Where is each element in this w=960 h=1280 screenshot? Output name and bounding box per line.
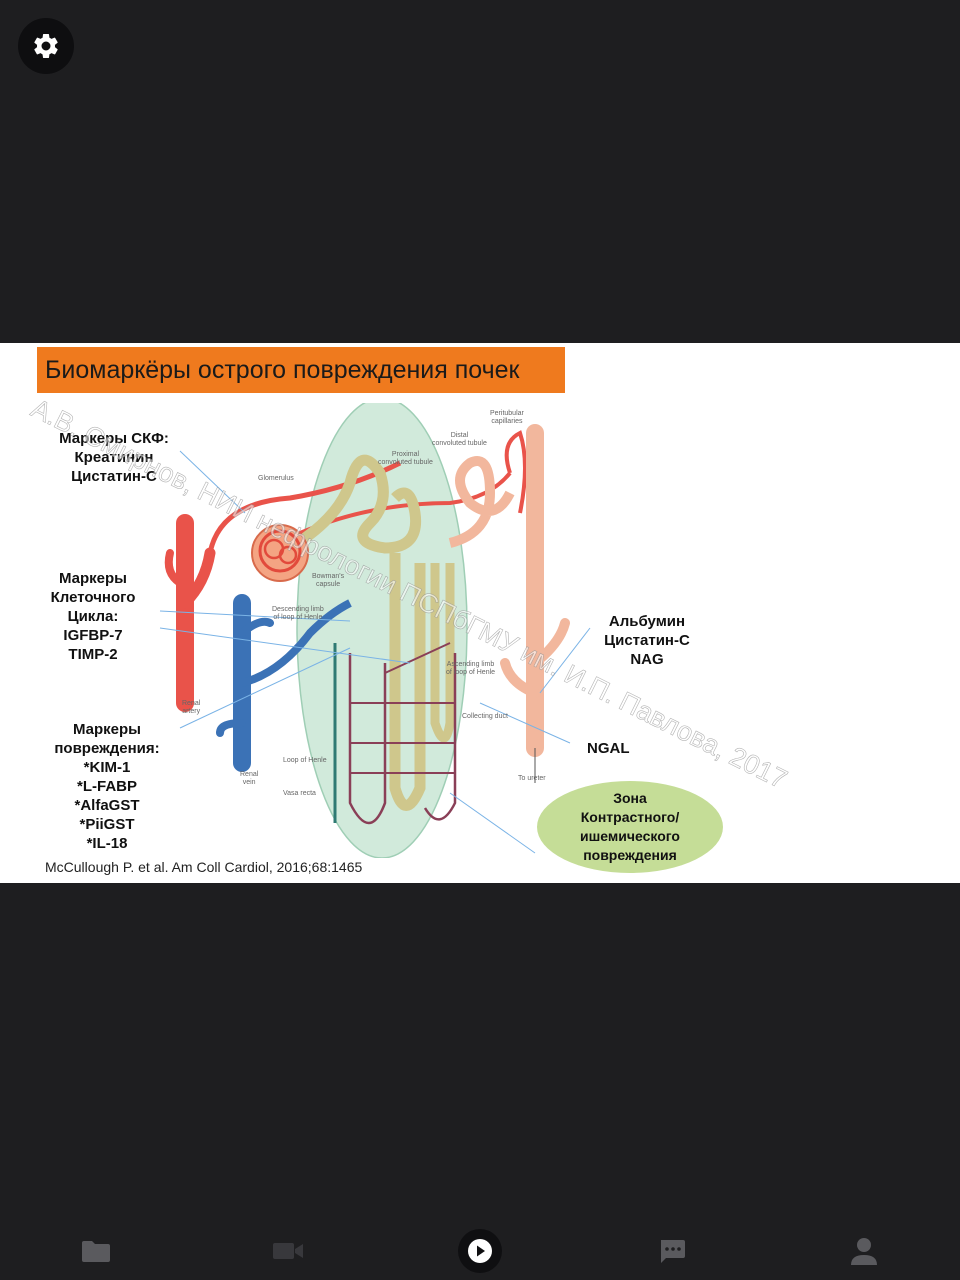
label-glomerulus: Glomerulus (258, 475, 294, 482)
bottom-nav (0, 1222, 960, 1280)
play-button[interactable] (458, 1229, 502, 1273)
nav-play[interactable] (450, 1222, 510, 1280)
ngal-label: NGAL (587, 740, 630, 757)
nav-profile[interactable] (834, 1222, 894, 1280)
nav-chat[interactable] (642, 1222, 702, 1280)
nav-files[interactable] (66, 1222, 126, 1280)
label-collecting: Collecting duct (462, 713, 508, 720)
person-icon (851, 1238, 877, 1265)
play-icon (468, 1239, 492, 1263)
cell-cycle-markers: Маркеры Клеточного Цикла: IGFBP-7 TIMP-2 (50, 570, 136, 663)
gear-icon (34, 33, 58, 58)
nav-video[interactable] (258, 1222, 318, 1280)
injury-markers: Маркеры повреждения: *KIM-1 *L-FABP *Alf… (54, 721, 160, 852)
label-loop: Loop of Henle (283, 757, 327, 764)
slide-title: Биомаркёры острого повреждения почек (37, 347, 565, 393)
ischemic-zone-badge: Зона Контрастного/ ишемического поврежде… (537, 781, 723, 873)
gfr-markers: Маркеры СКФ: Креатинин Цистатин-С (59, 430, 169, 485)
folder-icon (82, 1241, 110, 1262)
nephron-diagram (159, 403, 591, 858)
settings-button[interactable] (18, 18, 74, 74)
slide: Биомаркёры острого повреждения почек (0, 343, 960, 883)
chat-icon (661, 1240, 685, 1263)
video-camera-icon (273, 1243, 303, 1259)
label-ureter: To ureter (518, 775, 546, 782)
citation: McCullough P. et al. Am Coll Cardiol, 20… (45, 859, 363, 875)
label-vasa: Vasa recta (283, 790, 316, 797)
right-markers: Альбумин Цистатин-С NAG (604, 613, 690, 668)
